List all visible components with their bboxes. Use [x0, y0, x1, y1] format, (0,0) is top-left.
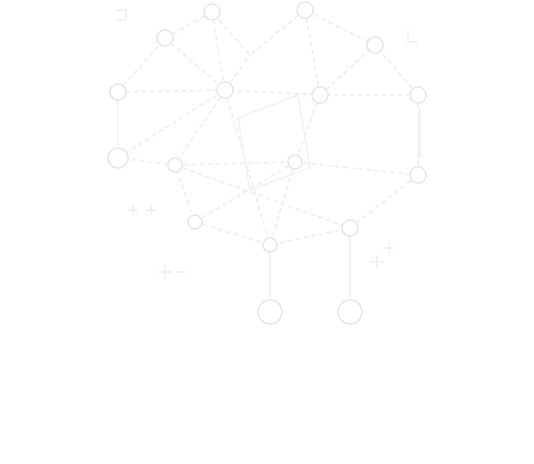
sparkle-marks — [116, 9, 421, 279]
connection-lines — [117, 9, 419, 312]
graph-nodes — [107, 1, 427, 325]
